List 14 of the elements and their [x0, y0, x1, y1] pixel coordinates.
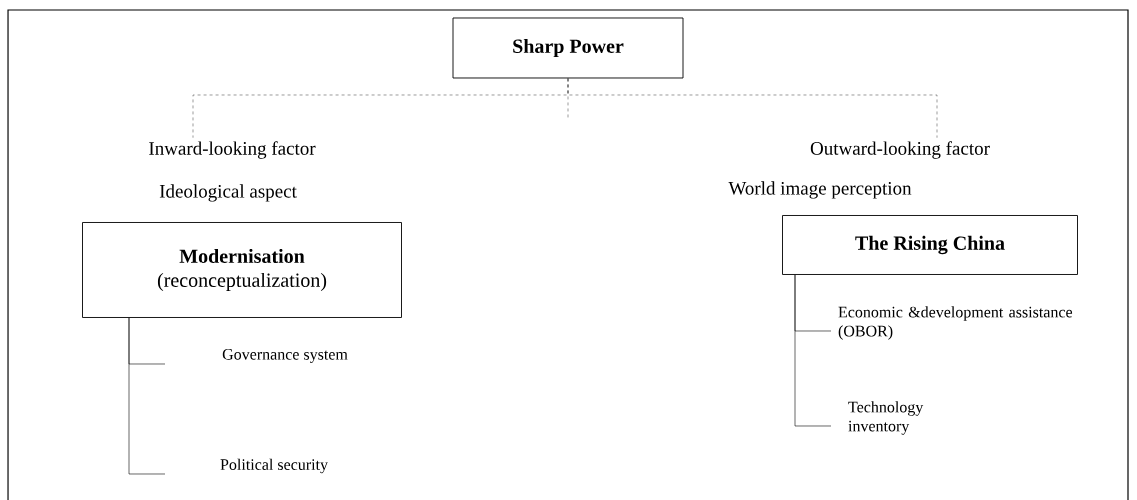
factor-text: Political security: [220, 458, 328, 474]
factor-text: Governance system: [222, 348, 348, 363]
item-text: Economic &development assistance (OBOR): [838, 306, 1073, 340]
connector-line: [567, 78, 938, 138]
factor-text: Outward-looking factor: [810, 141, 990, 159]
concept-box: Modernisation (reconceptualization): [82, 222, 402, 318]
item-text: Technology inventory: [848, 401, 924, 435]
concept-box: The Rising China: [782, 215, 1078, 275]
concept-box: Sharp Power: [452, 17, 684, 79]
aspect-text: Ideological aspect: [159, 184, 297, 202]
connector-line: [794, 274, 832, 427]
aspect-text: World image perception: [728, 181, 912, 199]
connector-line: [128, 317, 166, 475]
factor-text: Inward-looking factor: [149, 141, 316, 159]
